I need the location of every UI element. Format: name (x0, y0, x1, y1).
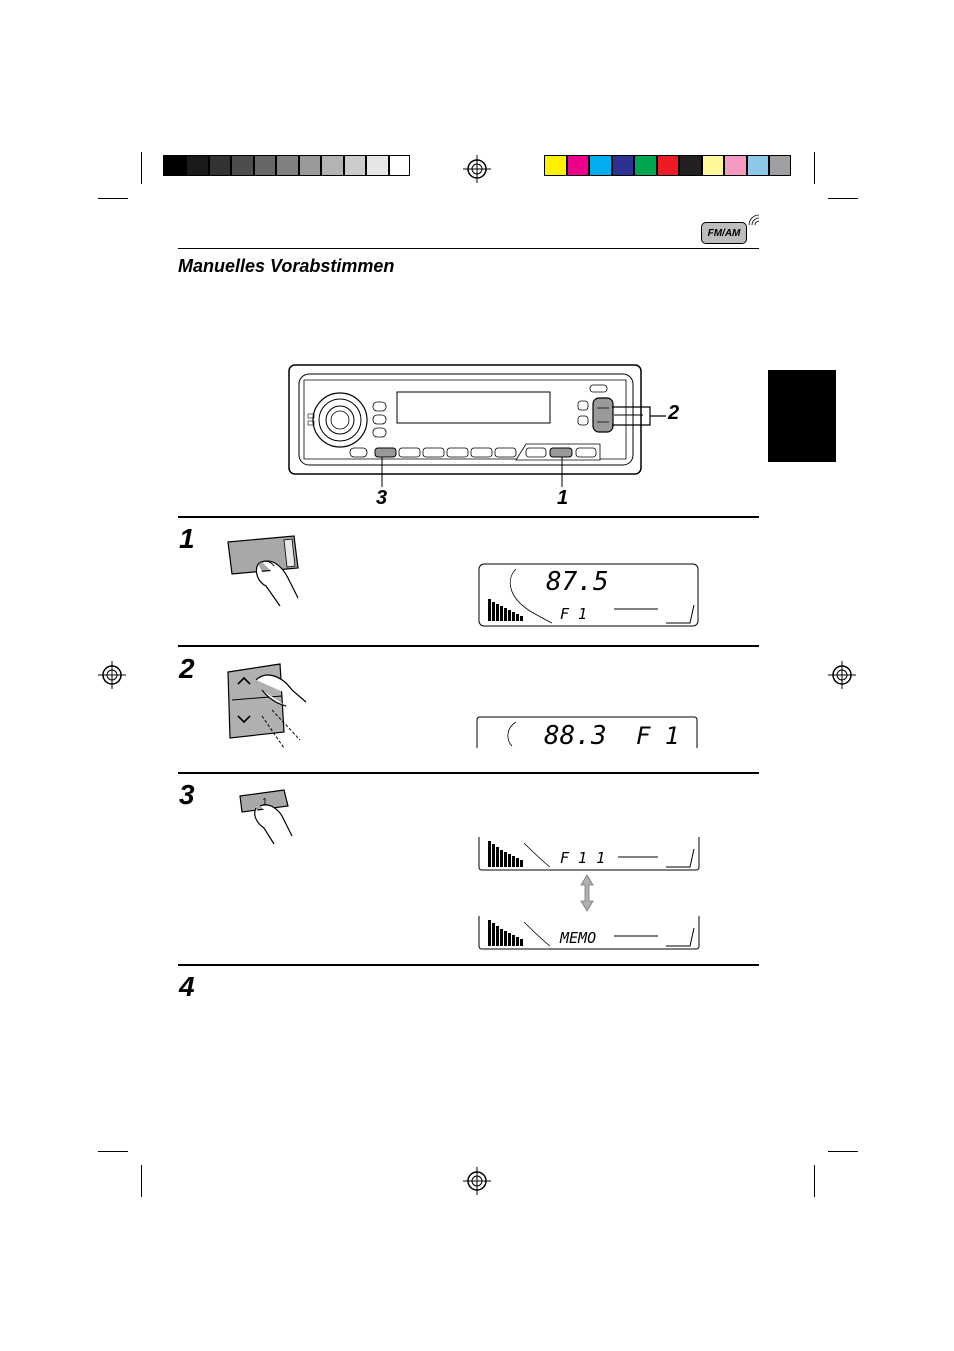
lcd-sub: F 1 1 (560, 849, 605, 867)
preset-button-press-icon: 1 (239, 789, 293, 845)
crop-mark (828, 198, 858, 199)
fm-am-badge: FM/AM (701, 222, 747, 244)
fm-am-badge-label: FM/AM (707, 228, 741, 239)
lcd-sub: F 1 (636, 722, 679, 748)
lcd-display: 88.3 F 1 (476, 716, 698, 748)
seek-button-press-icon (227, 663, 307, 749)
gray-swatch (276, 155, 299, 176)
crop-mark (828, 1151, 858, 1152)
color-swatch (702, 155, 724, 176)
gray-swatch (163, 155, 186, 176)
gray-swatch (209, 155, 231, 176)
step-rule (178, 772, 759, 774)
crop-mark (98, 198, 128, 199)
registration-mark-icon (98, 661, 126, 689)
signal-waves-icon (748, 214, 760, 226)
callout-1: 1 (557, 487, 569, 509)
color-swatch (679, 155, 702, 176)
crop-mark (141, 1165, 142, 1197)
lcd-display: MEMO (478, 916, 700, 950)
lcd-sub: MEMO (559, 929, 596, 947)
step-rule (178, 964, 759, 966)
finger-press-icon (227, 535, 299, 607)
gray-swatch (299, 155, 321, 176)
step-number: 2 (179, 653, 195, 684)
color-swatch (747, 155, 769, 176)
registration-mark-icon (828, 661, 856, 689)
language-side-tab (768, 370, 836, 462)
header-rule (178, 248, 759, 249)
color-swatch (634, 155, 657, 176)
gray-swatch (321, 155, 344, 176)
step-number: 4 (179, 971, 195, 1002)
step-rule (178, 516, 759, 518)
color-swatch (657, 155, 679, 176)
step-number: 1 (179, 523, 195, 554)
gray-swatch (366, 155, 389, 176)
color-swatch (724, 155, 747, 176)
crop-mark (98, 1151, 128, 1152)
step-rule (178, 645, 759, 647)
registration-mark-icon (463, 1167, 491, 1195)
color-swatch (589, 155, 612, 176)
registration-mark-icon (463, 155, 491, 183)
car-radio-faceplate (288, 364, 643, 475)
gray-swatch (186, 155, 209, 176)
page-title: Manuelles Vorabstimmen (178, 256, 395, 276)
crop-mark (814, 152, 815, 184)
callout-bracket (612, 406, 666, 426)
callout-3: 3 (376, 487, 388, 509)
preset-button-label: 1 (262, 797, 268, 808)
lcd-display: F 1 1 (478, 837, 700, 871)
gray-swatch (254, 155, 276, 176)
gray-swatch (231, 155, 254, 176)
color-swatch (612, 155, 634, 176)
crop-mark (141, 152, 142, 184)
color-swatch (567, 155, 589, 176)
gray-swatch (344, 155, 366, 176)
callout-leader-lines (381, 457, 563, 487)
up-down-arrow-icon (580, 874, 594, 912)
step-number: 3 (179, 779, 195, 810)
lcd-main: 88.3 (544, 721, 607, 748)
lcd-sub: F 1 (560, 605, 587, 623)
color-swatch (544, 155, 567, 176)
color-swatch (769, 155, 791, 176)
crop-mark (814, 1165, 815, 1197)
gray-swatch (389, 155, 410, 176)
lcd-display: 87.5 F 1 (478, 563, 699, 627)
callout-2: 2 (668, 402, 680, 424)
lcd-main: 87.5 (546, 567, 609, 597)
